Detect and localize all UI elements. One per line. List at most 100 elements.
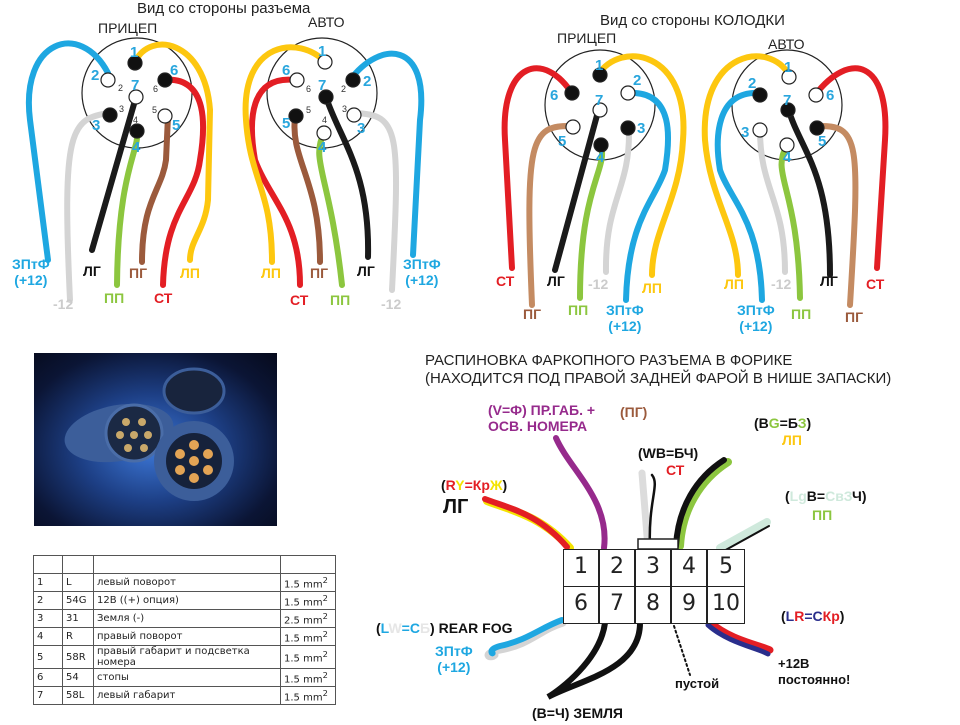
right-car-socket: [701, 49, 889, 308]
pin-number: 2: [748, 75, 756, 92]
wire-blue: [623, 89, 672, 303]
lw-eq: =С: [401, 620, 420, 636]
ry-code: (RY=КрЖ): [441, 477, 507, 493]
pin-number: 6: [826, 87, 834, 104]
pin-hole: [620, 85, 636, 101]
label-ground: -12: [381, 296, 402, 312]
wire-black: [785, 105, 833, 278]
cell-pin: 7: [33, 686, 63, 705]
lr-code: (LR=СКр): [781, 608, 844, 624]
pin-number: 5: [282, 115, 290, 132]
label-right-marker: ПГ: [845, 309, 863, 325]
violet-code: (V=Ф) ПР.ГАБ. +: [488, 402, 596, 418]
size-sup: 2: [322, 574, 328, 585]
connector-cell: 10: [707, 586, 745, 624]
label-fog-text: ЗПтФ: [403, 256, 441, 272]
small-pin-number: 5: [306, 105, 311, 115]
pin-hole: [316, 125, 332, 141]
right-trailer-socket: [501, 49, 687, 308]
wire-green: [778, 142, 803, 301]
socket-wiring-diagrams: 1 2 3 4 5 6 7 1 2 3 4 5 6 7 1 2 3 4 5 6 …: [25, 37, 889, 308]
pin-number: 6: [282, 62, 290, 79]
wire-lightgreen-black: [716, 518, 771, 552]
label-left-marker: ЛП: [642, 280, 662, 296]
wire-yellow: [242, 44, 328, 265]
pin-number: 3: [357, 120, 365, 137]
size-value: 1.5 mm: [284, 674, 323, 686]
wire-gray: [757, 127, 788, 275]
lgb-func: ПП: [812, 507, 833, 523]
pin-number: 1: [318, 43, 326, 60]
left-car-label: АВТО: [308, 14, 345, 30]
label-ground: -12: [53, 296, 74, 312]
small-pin-number: 3: [342, 104, 347, 114]
pin-hole: [781, 69, 797, 85]
connector-cell: 8: [635, 586, 671, 624]
size-sup: 2: [322, 687, 328, 698]
pin-number: 1: [130, 44, 138, 61]
label-fog: ЗПтФ(+12): [12, 256, 50, 288]
pin-number: 2: [363, 73, 371, 90]
small-pin-number: 4: [133, 115, 138, 125]
pin-hole: [100, 72, 116, 88]
pin-hole: [318, 89, 334, 105]
label-left-turn: ЛГ: [820, 273, 838, 289]
bg-g: G: [768, 415, 780, 431]
connector-cell: 1: [563, 549, 599, 587]
lr-r: R: [794, 608, 805, 624]
bg-eq: =Б: [779, 415, 798, 431]
small-pin-number: 2: [118, 83, 123, 93]
lgb-code: (LgB=СвЗЧ): [785, 488, 867, 504]
lgb-open: (: [785, 488, 790, 504]
label-left-turn: ЛГ: [357, 263, 375, 279]
pin-number: 5: [172, 117, 180, 134]
wire-black-stripe: [648, 473, 656, 550]
size-sup: 2: [322, 628, 328, 639]
label-ground: -12: [588, 276, 609, 292]
wire-black: [323, 94, 372, 260]
wire-white: [638, 469, 652, 552]
connector-cell: 5: [707, 549, 745, 587]
wire-blue: [347, 50, 425, 258]
label-fog-voltage: (+12): [739, 318, 773, 334]
size-sup: 2: [322, 649, 328, 660]
size-sup: 2: [322, 610, 328, 621]
pin-hole: [289, 72, 305, 88]
wire-blue: [714, 89, 765, 303]
lr-l: L: [785, 608, 795, 624]
label-fog: ЗПтФ(+12): [606, 302, 644, 334]
pin-number: 4: [783, 149, 792, 166]
ry-eq: =Кр: [464, 477, 490, 493]
lw-close: ) REAR FOG: [430, 620, 513, 636]
right-section-title: Вид со стороны КОЛОДКИ: [600, 12, 785, 29]
socket-pins: [175, 440, 213, 483]
ry-r: R: [445, 477, 456, 493]
label-right-turn: ПП: [791, 306, 812, 322]
wire-black-green-outline: [676, 458, 732, 550]
label-stop: СТ: [866, 276, 885, 292]
pin-hole: [564, 85, 580, 101]
small-pin-number: 6: [153, 84, 158, 94]
ry-zh: Ж: [489, 477, 503, 493]
pin-number: 5: [818, 133, 826, 150]
label-left-marker: ЛП: [724, 276, 744, 292]
pin-hole: [809, 120, 825, 136]
violet-annotation: (V=Ф) ПР.ГАБ. + ОСВ. НОМЕРА: [488, 402, 595, 434]
pin-hole: [620, 120, 636, 136]
wire-gray: [64, 110, 113, 303]
small-pin-number: 3: [119, 104, 124, 114]
small-pin-number: 4: [322, 115, 327, 125]
wire-red-yellow: [482, 496, 570, 550]
lw-func-text: ЗПтФ: [435, 643, 473, 659]
lr-close: ): [839, 608, 845, 624]
wire-yellow: [701, 53, 792, 278]
bg-z: З: [797, 415, 807, 431]
pin-number: 7: [595, 92, 603, 109]
cell-size: 1.5 mm2: [280, 573, 336, 592]
